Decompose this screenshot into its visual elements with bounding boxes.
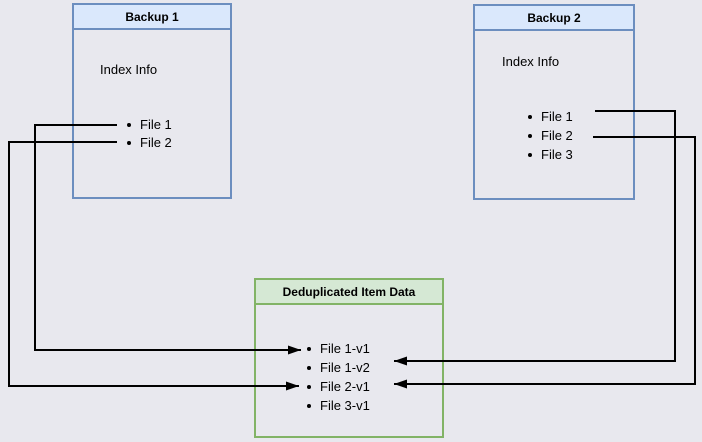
backup1-index-info-label: Index Info: [100, 62, 158, 77]
backup2-file-list: File 1 File 2 File 3: [528, 107, 573, 164]
list-item: File 3-v1: [307, 398, 370, 413]
list-item: File 1: [528, 109, 573, 124]
deduplicated-item-data-title: Deduplicated Item Data: [256, 280, 442, 305]
list-item: File 2-v1: [307, 379, 370, 394]
backup2-index-info-label: Index Info: [502, 54, 560, 69]
backup1-box: Backup 1: [72, 3, 232, 199]
list-item: File 1: [127, 117, 172, 132]
dedup-file-list: File 1-v1 File 1-v2 File 2-v1 File 3-v1: [307, 339, 370, 415]
list-item: File 2: [127, 135, 172, 150]
list-item: File 2: [528, 128, 573, 143]
backup2-box: Backup 2: [473, 4, 635, 200]
backup1-title: Backup 1: [74, 5, 230, 30]
backup2-title: Backup 2: [475, 6, 633, 31]
list-item: File 1-v2: [307, 360, 370, 375]
list-item: File 1-v1: [307, 341, 370, 356]
backup1-file-list: File 1 File 2: [127, 116, 172, 152]
list-item: File 3: [528, 147, 573, 162]
